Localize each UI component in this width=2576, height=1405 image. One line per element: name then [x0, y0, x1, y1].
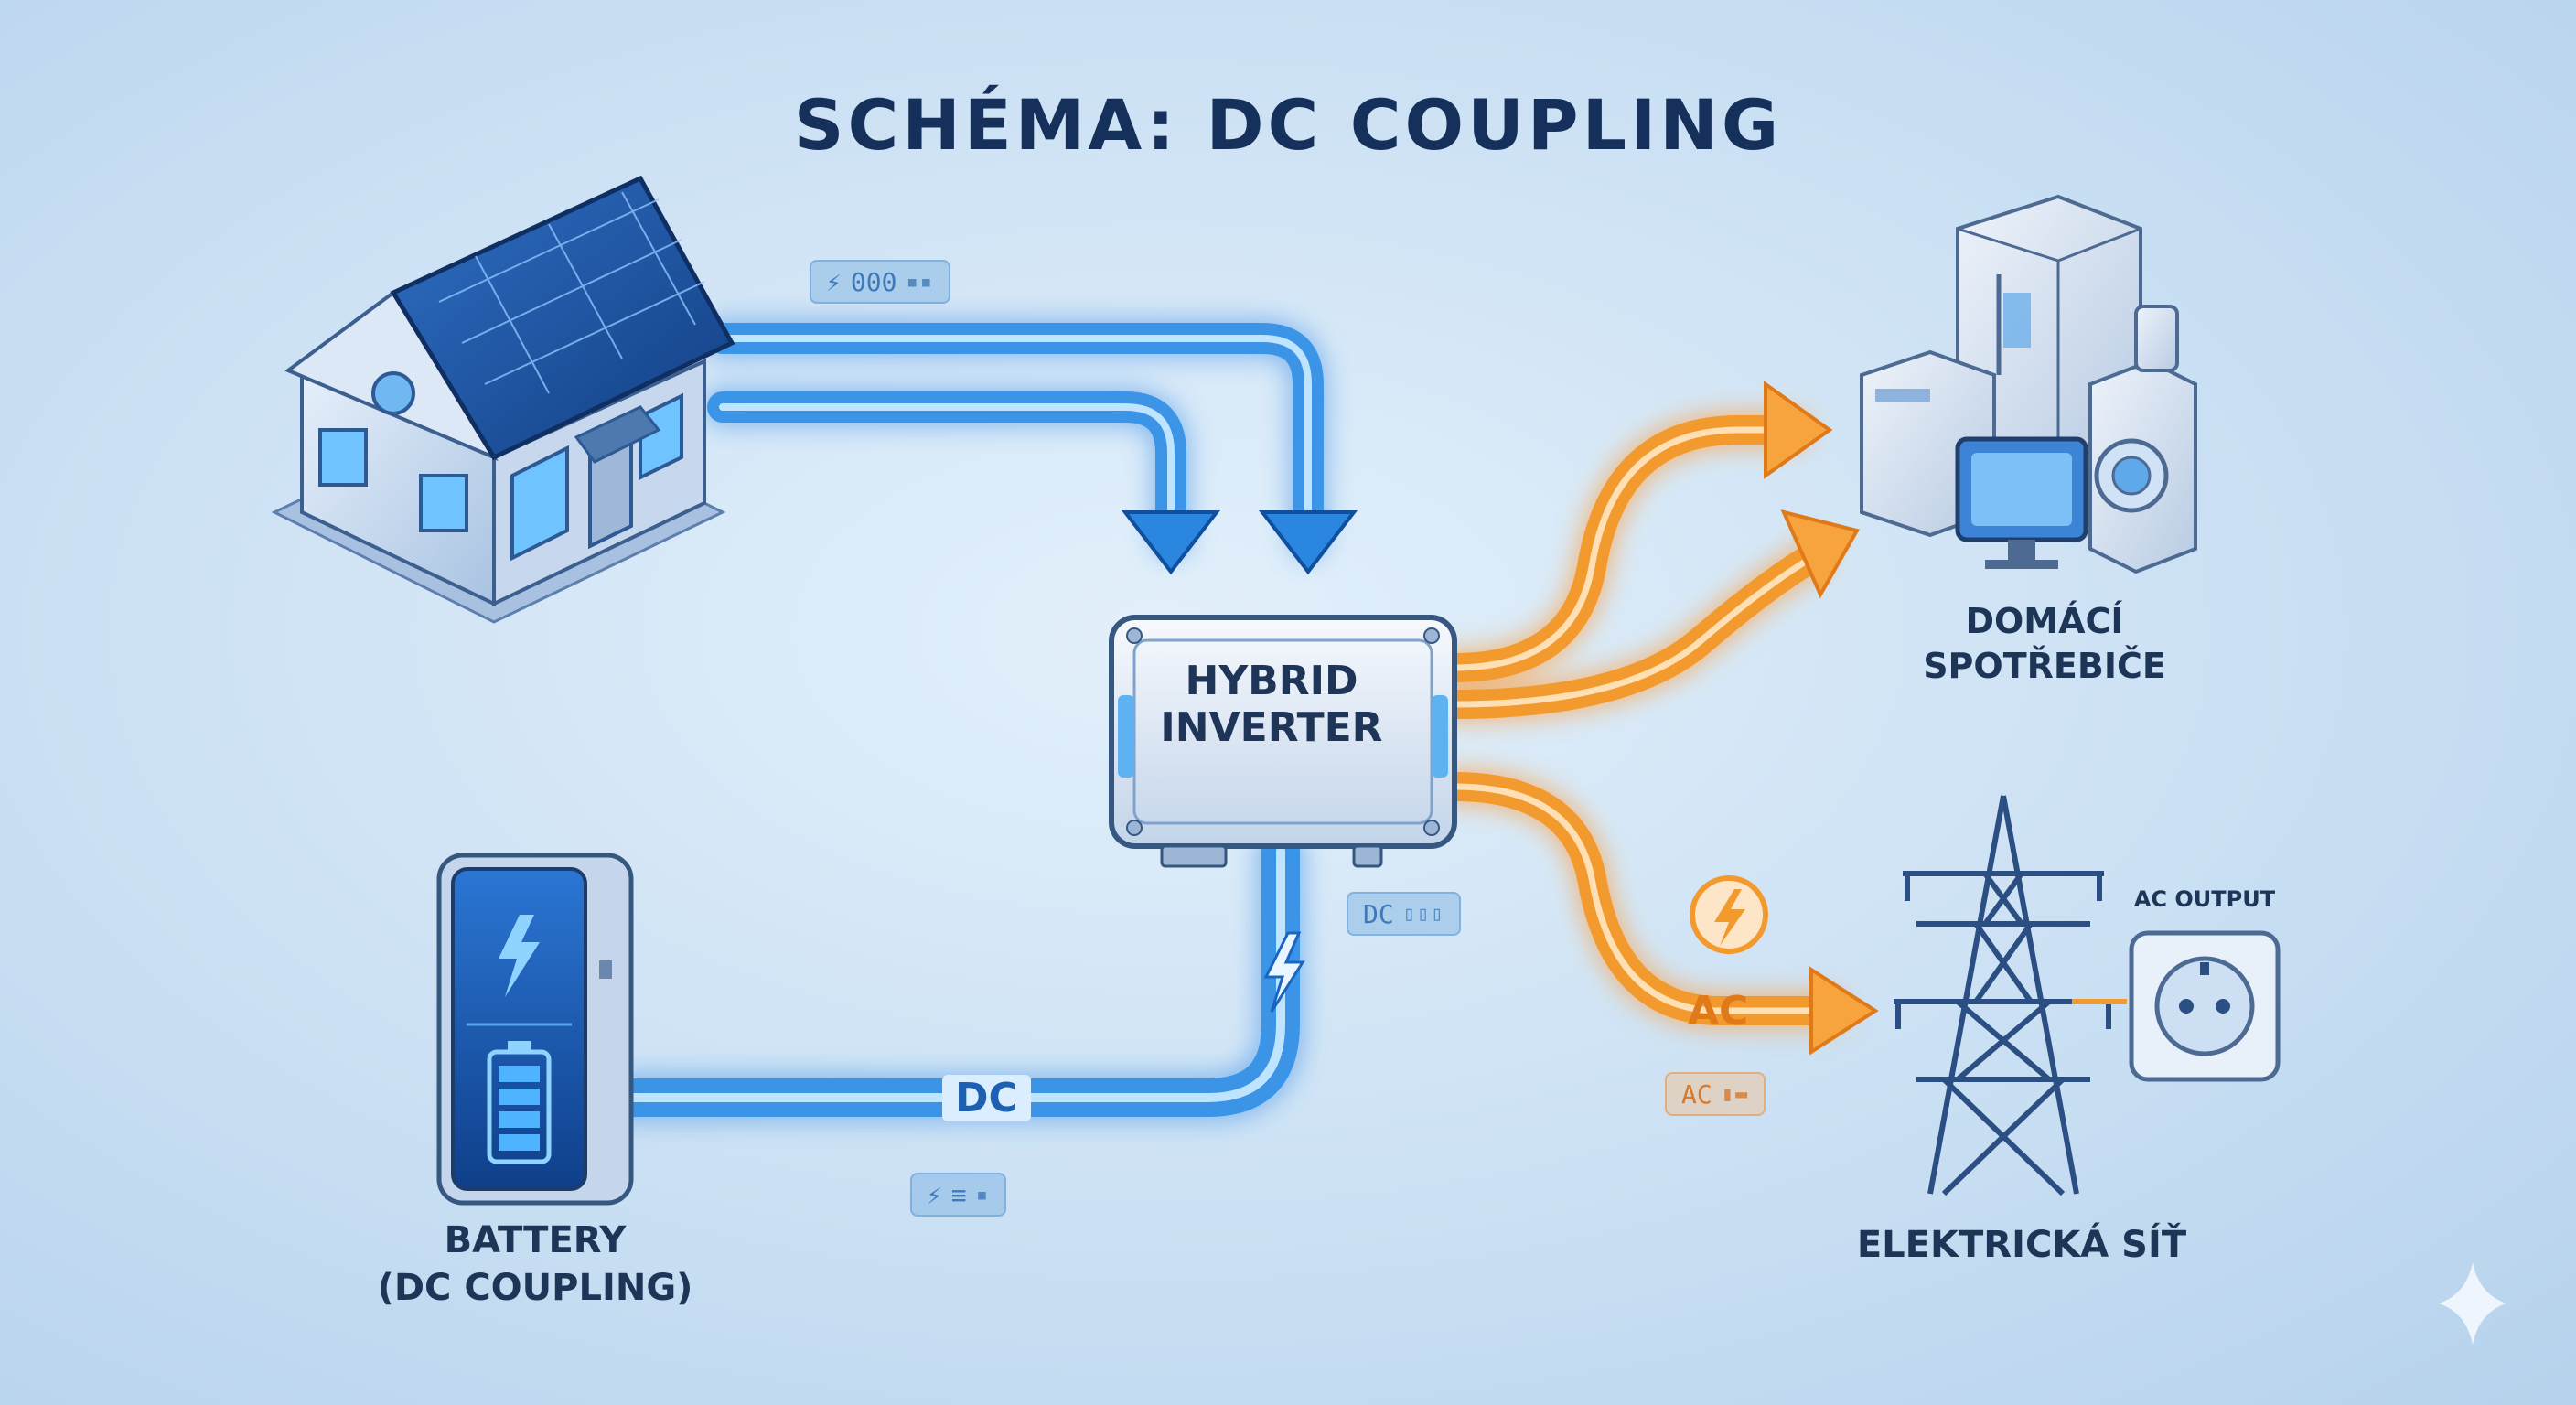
inverter-icon: [1109, 615, 1457, 868]
grid-label: ELEKTRICKÁ SÍŤ: [1856, 1224, 2187, 1266]
appliances-label-line1: DOMÁCÍ: [1965, 601, 2124, 641]
diagram-title: SCHÉMA: DC COUPLING: [793, 84, 1783, 166]
appliances-label-line2: SPOTŘEBIČE: [1923, 646, 2166, 687]
chip-dots: ▪: [975, 1183, 990, 1207]
ac-arrowheads: [1764, 381, 1879, 1056]
solar-status-chip: ⚡ 000 ▪▪: [810, 260, 950, 304]
dc-arrowheads: [1121, 510, 1358, 575]
dc-flow-bolt-icon: [1263, 931, 1305, 1013]
solar-chip-text: 000: [850, 266, 897, 297]
battery-icon: [436, 853, 634, 1206]
inverter-dc-chip: DC ▯▯▯: [1347, 892, 1462, 936]
chip-dots: ▪▪: [906, 270, 934, 294]
inverter-label-line1: HYBRID: [1185, 658, 1358, 704]
battery-label: BATTERY (DC COUPLING): [334, 1217, 736, 1312]
battery-dc-chip: ⚡ ≡ ▪: [910, 1173, 1006, 1217]
ac-flows: [1440, 415, 1844, 1025]
inverter-label: HYBRID INVERTER: [1134, 658, 1409, 751]
sparkle-icon: [2439, 1262, 2506, 1345]
dc-flow-solar: [707, 323, 1324, 555]
ac-flow-tag: AC: [1688, 988, 1749, 1035]
battery-dc-chip-text: ≡: [950, 1179, 967, 1210]
chip-bolt-icon: ⚡: [927, 1179, 942, 1210]
chip-bolt-icon: ⚡: [826, 266, 842, 297]
socket-label: AC OUTPUT: [2133, 886, 2276, 912]
chip-dots: ▯▯▯: [1402, 902, 1445, 926]
inverter-dc-chip-text: DC: [1363, 898, 1394, 929]
chip-dots: ▮▬: [1721, 1082, 1750, 1106]
dc-flow-tag: DC: [942, 1075, 1031, 1121]
battery-label-line1: BATTERY: [444, 1219, 627, 1261]
battery-label-line2: (DC COUPLING): [377, 1267, 693, 1309]
appliances-icon: [1860, 194, 2197, 574]
dc-flow-battery: [612, 831, 1300, 1117]
inverter-label-line2: INVERTER: [1160, 703, 1383, 751]
grid-ac-chip: AC ▮▬: [1665, 1072, 1766, 1116]
house-solar-icon: [271, 175, 735, 624]
appliances-label: DOMÁCÍ SPOTŘEBIČE: [1884, 599, 2205, 690]
grid-ac-chip-text: AC: [1681, 1078, 1712, 1110]
socket-icon: [2129, 930, 2281, 1082]
power-tower-icon: [1894, 795, 2113, 1196]
ac-bolt-badge-icon: [1690, 875, 1768, 954]
